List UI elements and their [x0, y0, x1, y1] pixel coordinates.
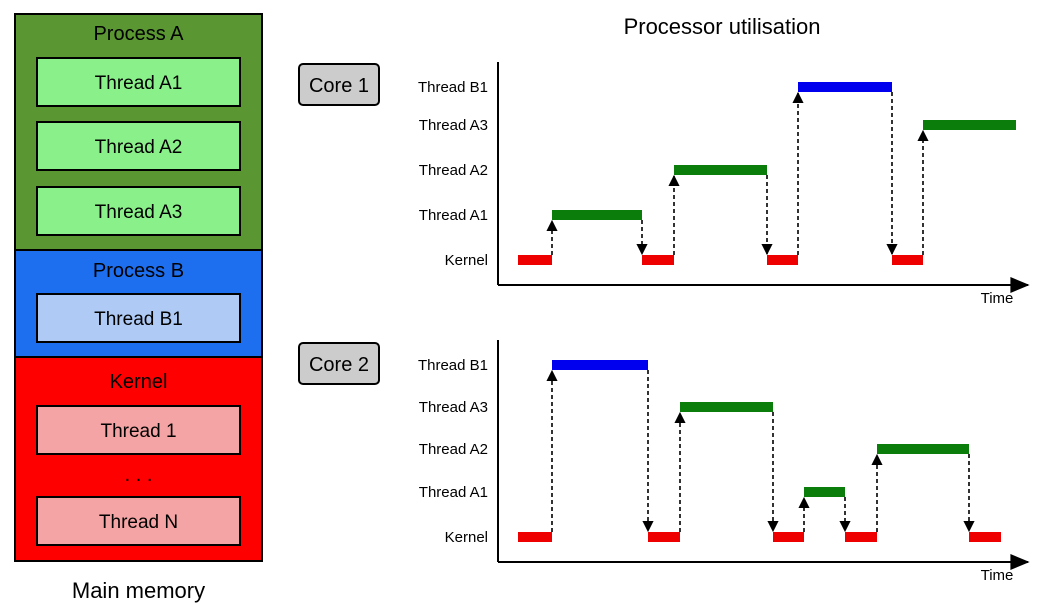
core-2-row-label-thread-a1: Thread A1 — [419, 484, 488, 501]
thread-a3-label: Thread A3 — [95, 202, 183, 223]
kernel-thread-n-label: Thread N — [99, 512, 178, 533]
thread-a2-label: Thread A2 — [95, 137, 183, 158]
core-2-row-labels: Kernel Thread A1 Thread A2 Thread A3 Thread … — [418, 357, 488, 546]
core-1-segment-1-kernel — [518, 255, 552, 265]
thread-a2-box — [36, 121, 241, 171]
core-1-segment-6-thread-b1 — [798, 82, 892, 92]
core-1-row-label-thread-a1: Thread A1 — [419, 207, 488, 224]
kernel-thread-1-label: Thread 1 — [100, 421, 176, 442]
core-2-segment-3-kernel — [648, 532, 680, 542]
core-1-segment-5-kernel — [767, 255, 798, 265]
core-2-label: Core 2 — [309, 354, 369, 376]
kernel-thread-n-box — [36, 496, 241, 546]
core-2-row-label-kernel: Kernel — [445, 529, 488, 546]
core-2-timeline — [518, 360, 1001, 542]
core-2-segment-1-kernel — [518, 532, 552, 542]
process-a-title: Process A — [93, 23, 184, 45]
utilisation-title: Processor utilisation — [624, 14, 821, 39]
core-2-row-label-thread-b1: Thread B1 — [418, 357, 488, 374]
core-1-segment-4-thread-a2 — [674, 165, 767, 175]
core-2-panel: Core 2 Kernel Thread A1 Thread A2 Thread A3… — [298, 340, 1030, 584]
core-2-row-label-thread-a2: Thread A2 — [419, 441, 488, 458]
core-1-segment-8-thread-a3 — [923, 120, 1016, 130]
core-2-row-label-thread-a3: Thread A3 — [419, 399, 488, 416]
core-2-segment-2-thread-b1 — [552, 360, 648, 370]
kernel-ellipsis: . . . — [125, 464, 153, 486]
core-1-segment-7-kernel — [892, 255, 923, 265]
core-1-label: Core 1 — [309, 75, 369, 97]
core-2-segment-7-kernel — [845, 532, 877, 542]
kernel-title: Kernel — [110, 371, 168, 393]
thread-b1-label: Thread B1 — [94, 309, 183, 330]
main-memory: Process A Thread A1 Thread A2 Thread A3 … — [14, 13, 263, 603]
core-2-segment-8-thread-a2 — [877, 444, 969, 454]
thread-a3-box — [36, 186, 241, 236]
core-1-row-label-kernel: Kernel — [445, 252, 488, 269]
core-1-row-label-thread-b1: Thread B1 — [418, 79, 488, 96]
process-b-title: Process B — [93, 260, 184, 282]
core-1-timeline — [518, 82, 1016, 265]
core-2-segment-5-kernel — [773, 532, 804, 542]
core-1-panel: Core 1 Kernel Thread A1 Thread A2 Thread A3… — [298, 62, 1030, 307]
core-1-row-label-thread-a2: Thread A2 — [419, 162, 488, 179]
core-1-row-label-thread-a3: Thread A3 — [419, 117, 488, 134]
core-2-badge — [298, 342, 380, 385]
kernel-thread-1-box — [36, 405, 241, 455]
core-1-badge — [298, 63, 380, 106]
main-memory-caption: Main memory — [72, 578, 205, 603]
core-2-segment-4-thread-a3 — [680, 402, 773, 412]
core-2-time-label: Time — [981, 567, 1014, 584]
thread-a1-box — [36, 57, 241, 107]
core-1-segment-3-kernel — [642, 255, 674, 265]
thread-b1-box — [36, 293, 241, 343]
core-1-row-labels: Kernel Thread A1 Thread A2 Thread A3 Thread … — [418, 79, 488, 269]
thread-a1-label: Thread A1 — [95, 73, 183, 94]
core-2-segment-6-thread-a1 — [804, 487, 845, 497]
core-1-segment-2-thread-a1 — [552, 210, 642, 220]
core-2-segment-9-kernel — [969, 532, 1001, 542]
core-1-time-label: Time — [981, 290, 1014, 307]
